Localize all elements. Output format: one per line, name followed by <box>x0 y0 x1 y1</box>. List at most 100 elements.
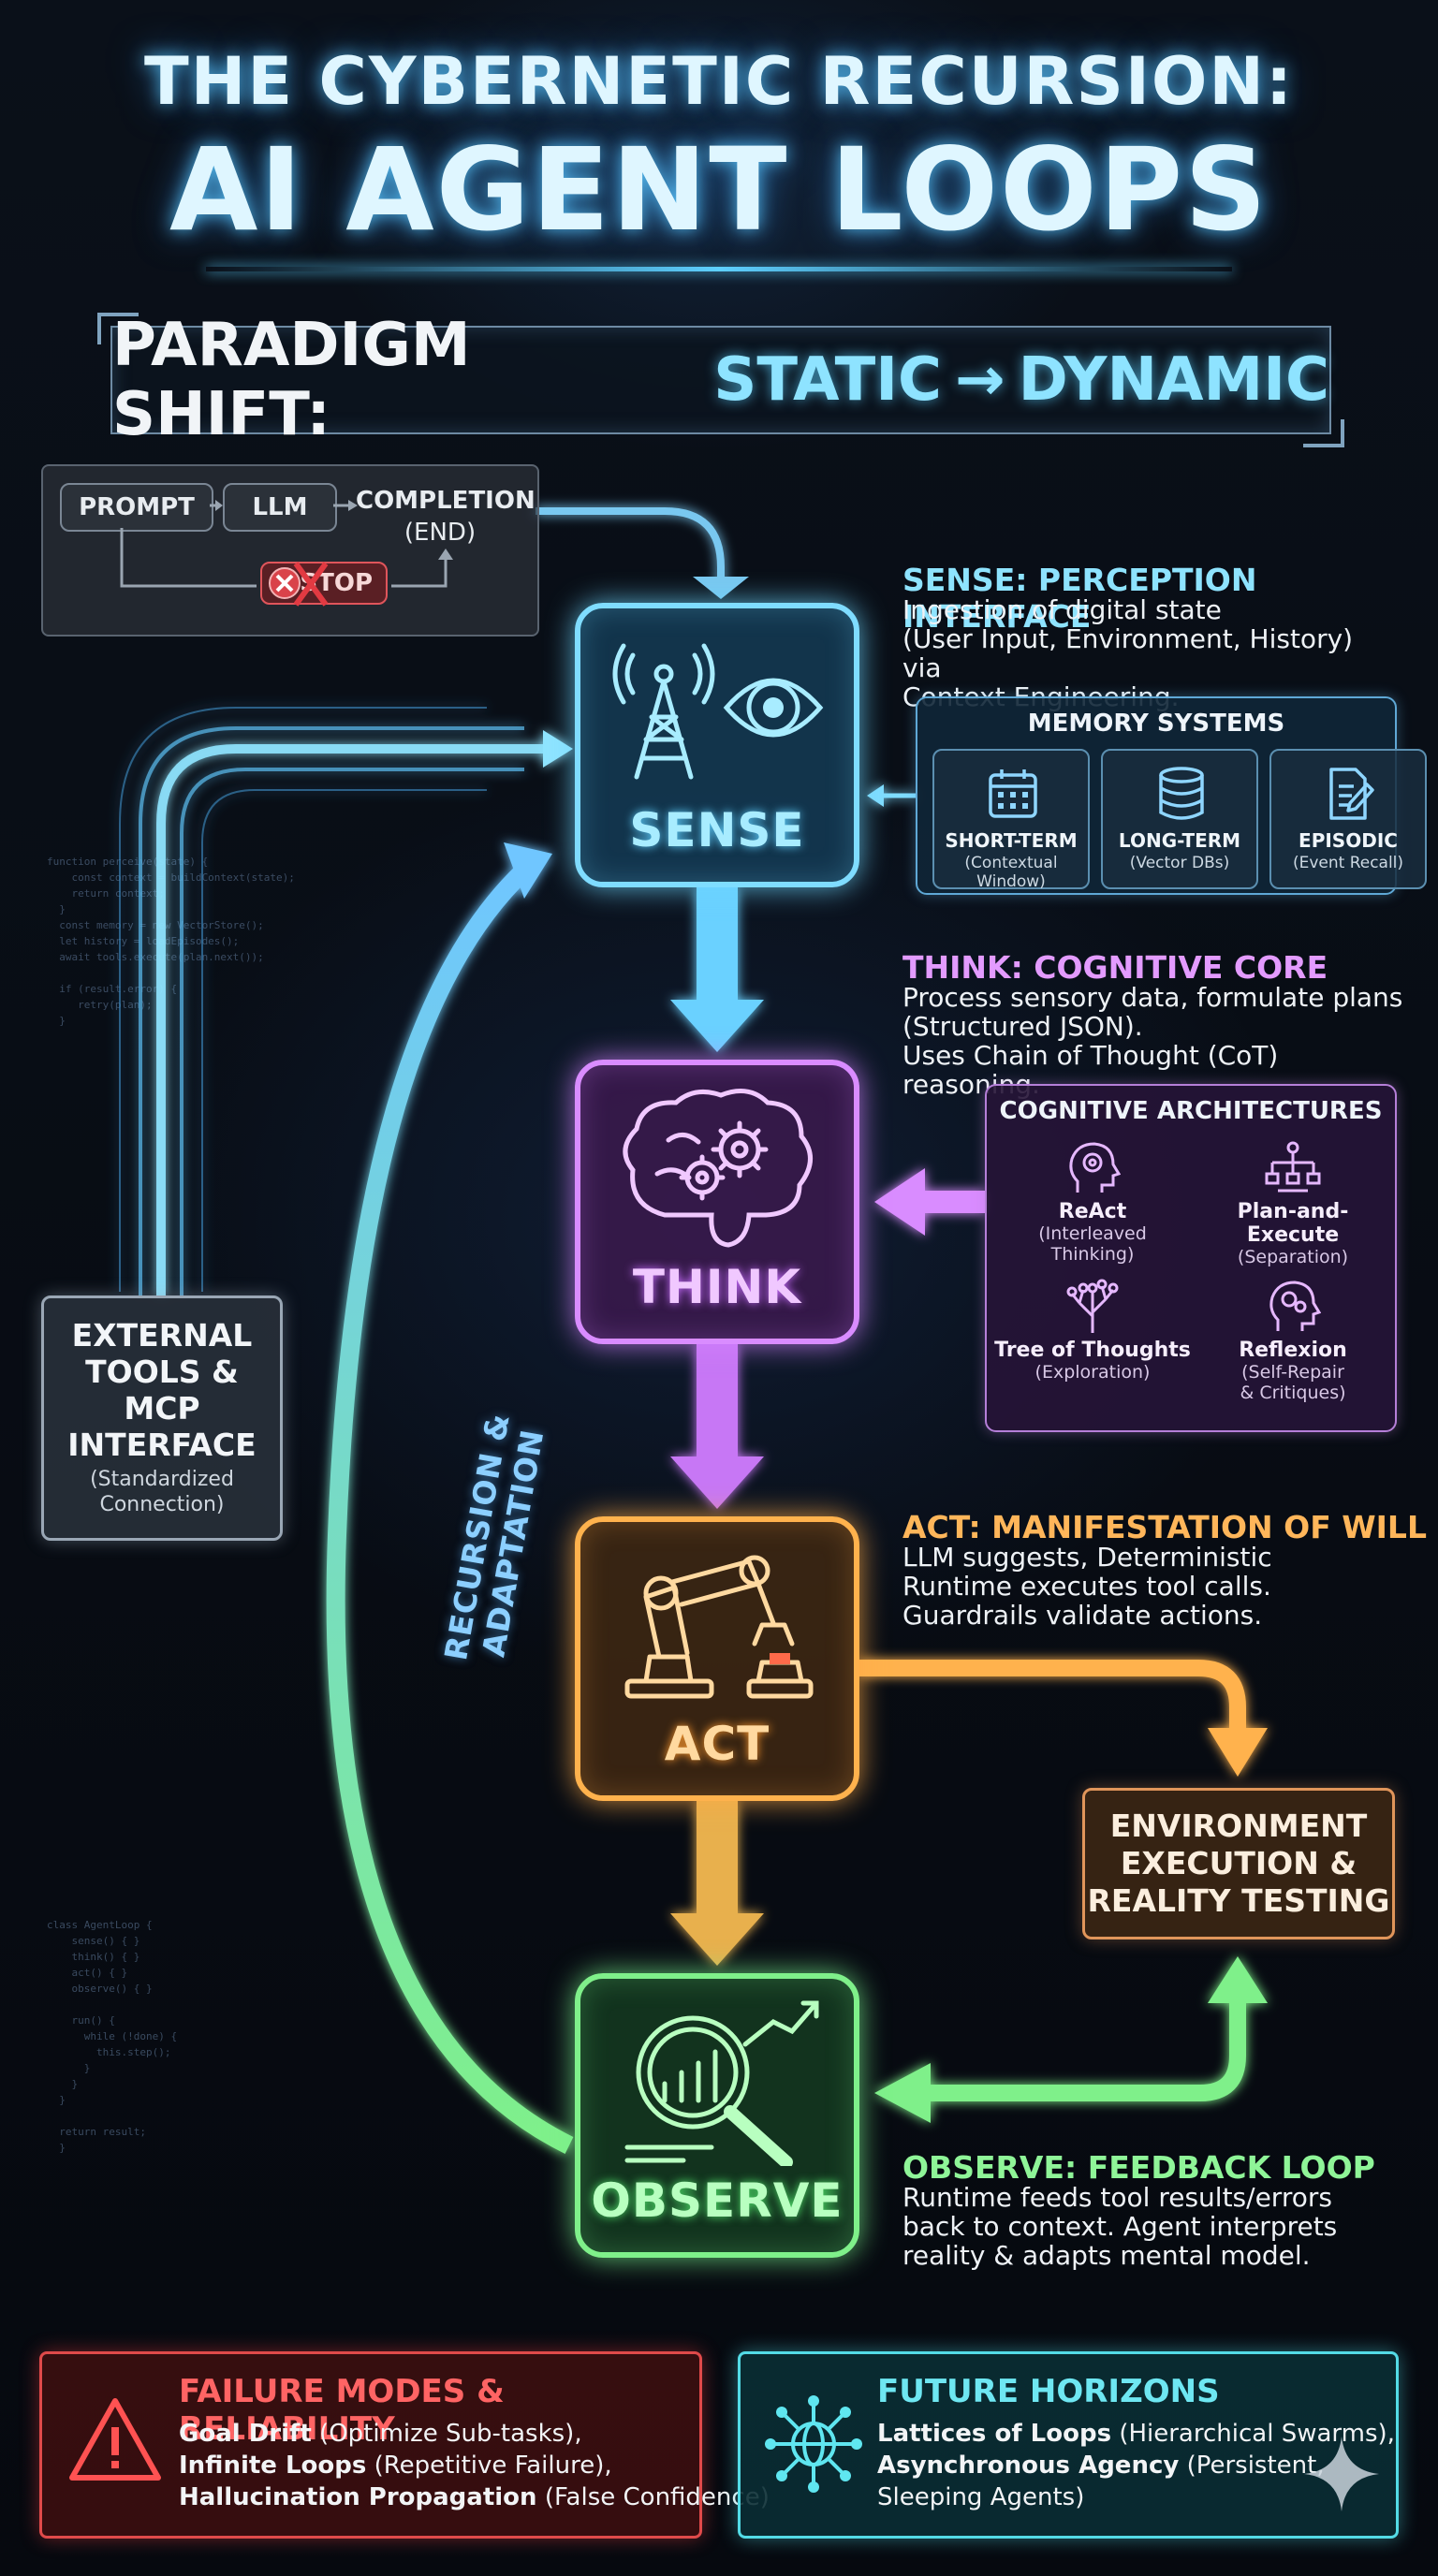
memory-to-sense-arrow <box>867 784 916 807</box>
arch-plan-execute-sub: (Separation) <box>1237 1247 1349 1267</box>
observe-section-title: OBSERVE: FEEDBACK LOOP <box>902 2149 1375 2186</box>
future-line-2-bold: Asynchronous Agency <box>877 2452 1180 2480</box>
act-node: ACT <box>575 1516 859 1801</box>
banner-corner-tl <box>97 313 139 344</box>
observe-node: OBSERVE <box>575 1973 859 2258</box>
observe-section-body: Runtime feeds tool results/errors back t… <box>902 2182 1338 2271</box>
banner-corner-br <box>1303 419 1344 447</box>
memory-short-term-sub: (Contextual Window) <box>964 854 1058 891</box>
failure-line-3-bold: Hallucination Propagation <box>179 2483 537 2511</box>
act-section-title: ACT: MANIFESTATION OF WILL <box>902 1509 1427 1545</box>
arch-reflexion-title: Reflexion <box>1239 1339 1347 1362</box>
cognitive-architectures-title: COGNITIVE ARCHITECTURES <box>999 1097 1383 1125</box>
memory-long-term-title: LONG-TERM <box>1118 829 1241 852</box>
memory-long-term-sub: (Vector DBs) <box>1129 854 1230 872</box>
warning-icon <box>69 2398 161 2481</box>
future-line-2: Asynchronous Agency (Persistent, <box>877 2452 1325 2480</box>
future-line-1: Lattices of Loops (Hierarchical Swarms), <box>877 2420 1395 2448</box>
magnifier-chart-icon <box>624 2000 819 2166</box>
arch-reflexion-sub: (Self-Repair & Critiques) <box>1240 1362 1346 1403</box>
tree-icon <box>1066 1279 1119 1333</box>
calendar-icon <box>989 769 1037 818</box>
arch-plan-and-execute: Plan-and-Execute (Separation) <box>1195 1140 1391 1267</box>
arch-plan-execute-title: Plan-and-Execute <box>1237 1200 1349 1247</box>
paradigm-arrow: → <box>955 345 1005 415</box>
memory-episodic: EPISODIC (Event Recall) <box>1269 749 1427 889</box>
paradigm-prefix: PARADIGM SHIFT: <box>112 311 471 449</box>
failure-line-2-rest: (Repetitive Failure), <box>366 2452 612 2480</box>
sense-label: SENSE <box>629 803 805 857</box>
document-pen-icon <box>1329 768 1374 820</box>
paradigm-from: STATIC <box>713 345 942 415</box>
arch-react-sub: (Interleaved Thinking) <box>1038 1223 1147 1265</box>
llm-pill: LLM <box>223 483 337 532</box>
failure-line-2-bold: Infinite Loops <box>179 2452 367 2480</box>
arch-tot-title: Tree of Thoughts <box>994 1339 1191 1362</box>
failure-line-3: Hallucination Propagation (False Confide… <box>179 2483 770 2511</box>
failure-modes-title: FAILURE MODES & RELIABILITY <box>179 2373 505 2448</box>
prompt-pill: PROMPT <box>60 483 213 532</box>
memory-short-term: SHORT-TERM (Contextual Window) <box>932 749 1090 891</box>
sense-section-body: Ingestion of digital state (User Input, … <box>902 594 1354 711</box>
cognitive-architectures-panel: COGNITIVE ARCHITECTURES ReAct (Interleav… <box>985 1084 1397 1432</box>
completion-label: COMPLETION <box>356 487 536 515</box>
memory-short-term-title: SHORT-TERM <box>945 829 1078 852</box>
failure-modes-panel: FAILURE MODES & RELIABILITY Goal Drift (… <box>39 2351 770 2539</box>
database-icon <box>1159 767 1204 820</box>
network-globe-icon <box>765 2395 862 2493</box>
failure-line-1-rest: (Optimize Sub-tasks), <box>311 2420 582 2448</box>
arch-reflexion: Reflexion (Self-Repair & Critiques) <box>1195 1279 1391 1403</box>
background-code-top: function perceive(state) { const context… <box>47 856 295 1027</box>
sense-section-title: SENSE: PERCEPTION INTERFACE <box>902 562 1257 635</box>
future-horizons-title: FUTURE HORIZONS <box>877 2373 1220 2410</box>
data-stream <box>119 707 573 1295</box>
recursion-loop-arc <box>326 842 574 2154</box>
legacy-arrowhead <box>693 577 749 599</box>
sense-node: SENSE <box>575 603 859 887</box>
main-title-line1: THE CYBERNETIC RECURSION: <box>144 43 1294 120</box>
title-divider <box>206 267 1232 271</box>
failure-line-3-rest: (False Confidence) <box>536 2483 770 2511</box>
external-tools-box: EXTERNAL TOOLS & MCP INTERFACE (Standard… <box>41 1295 283 1541</box>
think-node: THINK <box>575 1060 859 1344</box>
memory-episodic-title: EPISODIC <box>1299 829 1398 852</box>
future-line-3: Sleeping Agents) <box>877 2483 1084 2511</box>
observe-label: OBSERVE <box>591 2174 844 2228</box>
act-label: ACT <box>664 1717 770 1771</box>
head-gear-icon <box>1069 1142 1122 1193</box>
future-line-1-bold: Lattices of Loops <box>877 2420 1112 2448</box>
think-label: THINK <box>632 1260 802 1314</box>
act-section-body: LLM suggests, Deterministic Runtime exec… <box>902 1542 1272 1631</box>
env-to-observe-arrow <box>874 1956 1268 2123</box>
environment-box: ENVIRONMENT EXECUTION & REALITY TESTING <box>1082 1788 1395 1939</box>
paradigm-banner: PARADIGM SHIFT: STATIC → DYNAMIC <box>110 311 1331 449</box>
sparkle-icon <box>1304 2437 1379 2511</box>
legacy-arrows <box>120 500 453 588</box>
arch-tree-of-thoughts: Tree of Thoughts (Exploration) <box>994 1279 1191 1383</box>
background-code-bottom: class AgentLoop { sense() { } think() { … <box>47 1919 178 2154</box>
think-to-act-arrow <box>670 1344 764 1509</box>
failure-line-2: Infinite Loops (Repetitive Failure), <box>179 2452 612 2480</box>
failure-line-1: Goal Drift (Optimize Sub-tasks), <box>179 2420 582 2448</box>
future-horizons-panel: FUTURE HORIZONS Lattices of Loops (Hiera… <box>738 2351 1399 2539</box>
think-section-body: Process sensory data, formulate plans (S… <box>902 982 1403 1100</box>
memory-episodic-sub: (Event Recall) <box>1292 854 1404 872</box>
head-reflect-icon <box>1269 1281 1322 1331</box>
sense-to-think-arrow <box>670 887 764 1052</box>
robot-arm-icon <box>624 1555 814 1699</box>
act-to-env-arrow <box>859 1660 1268 1777</box>
future-line-3-rest: Sleeping Agents) <box>877 2483 1085 2511</box>
brain-gears-icon <box>623 1089 813 1248</box>
flow-chart-icon <box>1265 1141 1321 1193</box>
stop-x-icon <box>269 562 329 607</box>
external-tools-sub: (Standardized Connection) <box>90 1468 234 1516</box>
legacy-to-sense-arrow <box>536 507 725 590</box>
end-label: (END) <box>404 519 477 547</box>
legacy-pipeline: PROMPT LLM COMPLETION (END) STOP <box>41 464 539 637</box>
act-to-observe-arrow <box>670 1801 764 1966</box>
antenna-eye-icon <box>612 643 824 780</box>
memory-long-term: LONG-TERM (Vector DBs) <box>1101 749 1258 889</box>
future-line-1-rest: (Hierarchical Swarms), <box>1111 2420 1395 2448</box>
